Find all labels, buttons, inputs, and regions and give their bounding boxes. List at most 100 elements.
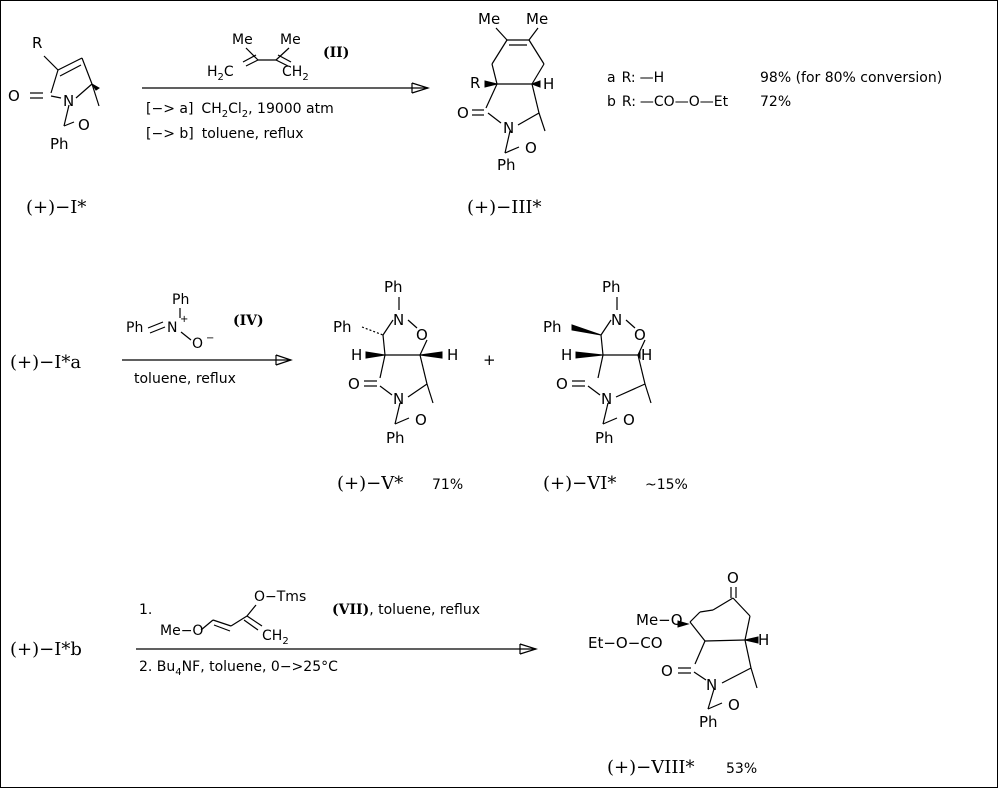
nitrogen: N: [167, 320, 177, 336]
ring-fusion-bond: [704, 639, 746, 642]
double-bond: [275, 59, 289, 67]
stereo-wedge: [637, 350, 641, 360]
bond: [491, 39, 508, 65]
bond: [63, 104, 70, 127]
bond: [379, 354, 386, 379]
stereo-wedge: [575, 351, 604, 359]
double-bond: [149, 326, 166, 334]
condition-a: [−> a]CH2Cl2, 19000 atm: [146, 101, 334, 120]
bond: [744, 615, 751, 641]
bond: [426, 383, 434, 404]
phenyl-on-carbon: Ph: [543, 318, 562, 336]
bond: [699, 609, 714, 613]
reagent-II: Me Me H2C CH2 (II): [207, 32, 349, 83]
stereo-wedge: [530, 80, 541, 88]
stereo-wedge: [91, 83, 100, 91]
ring-nitrogen: N: [706, 676, 717, 694]
ring-nitrogen: N: [601, 390, 612, 408]
bond: [230, 615, 248, 627]
bond: [744, 639, 752, 669]
bond: [712, 597, 734, 611]
double-bond: [213, 624, 231, 632]
bond: [382, 319, 394, 336]
reaction-arrow-2: [122, 354, 293, 366]
stereo-wedge: [677, 620, 690, 628]
bond: [382, 334, 386, 356]
reagent-VII-text: (VII), toluene, reflux: [332, 602, 480, 618]
isoxazolidine-oxygen: O: [416, 326, 428, 344]
compound-label-VIII: (+)−VIII*: [607, 757, 695, 778]
bond: [644, 383, 652, 404]
bond: [689, 611, 701, 623]
hash-bond: [361, 326, 384, 336]
yield-V: 71%: [432, 477, 463, 493]
ring-hydrogen: H: [543, 75, 554, 93]
bond: [732, 597, 751, 617]
bond: [637, 354, 646, 385]
bond: [495, 27, 508, 41]
methyl-right: Me: [526, 10, 548, 28]
carbonyl-oxygen: O: [457, 104, 469, 122]
bond: [394, 417, 410, 425]
bond: [600, 319, 612, 336]
bond: [538, 112, 546, 132]
hydrogen-left: H: [561, 346, 572, 364]
bond: [625, 319, 636, 329]
yield-VI: ~15%: [645, 477, 688, 493]
isoxazolidine-nitrogen: N: [393, 311, 404, 329]
phenyl-on-nitrogen: Ph: [384, 278, 403, 296]
bond: [200, 619, 214, 631]
variant-b-yield: 72%: [760, 94, 791, 110]
phenyl-group: Ph: [50, 135, 69, 153]
plus-sign: +: [483, 351, 496, 369]
charge-minus: −: [206, 333, 214, 344]
bond: [50, 95, 62, 99]
methyl-right: Me: [280, 32, 301, 48]
methoxy-group: Me−O: [160, 623, 203, 639]
reagent-label-IV: (IV): [233, 313, 264, 329]
product-III: Me Me R H O N O Ph: [457, 10, 554, 174]
stereo-wedge: [365, 351, 386, 359]
carbonyl-oxygen: O: [661, 662, 673, 680]
methyl-left: Me: [478, 10, 500, 28]
bond: [394, 402, 401, 425]
hydrogen-right: H: [641, 346, 652, 364]
double-bond-inner: [59, 64, 82, 77]
bond: [504, 146, 520, 154]
bond: [517, 112, 540, 126]
double-bond: [245, 59, 259, 67]
ring-oxygen: O: [623, 411, 635, 429]
phenyl-group: Ph: [699, 713, 718, 731]
oxygen: O: [192, 336, 203, 352]
ring-nitrogen: N: [503, 119, 514, 137]
isoxazolidine-nitrogen: N: [611, 311, 622, 329]
reagent-IV: Ph Ph N + O − (IV): [126, 292, 264, 352]
product-V: Ph N O Ph H H O N O Ph: [333, 278, 458, 447]
bond: [528, 27, 539, 41]
charge-plus: +: [180, 314, 188, 325]
ring-oxygen: O: [525, 139, 537, 157]
reagent-VII: O−Tms Me−O CH2 (VII), toluene, reflux: [160, 589, 480, 647]
bond: [485, 83, 498, 109]
compound-label-I: (+)−I*: [26, 197, 86, 218]
bond: [597, 354, 604, 379]
phenyl-group: Ph: [386, 429, 405, 447]
compound-label-VI: (+)−VI*: [543, 473, 616, 494]
phenyl-left: Ph: [126, 320, 143, 336]
condition-b: [−> b]toluene, reflux: [146, 126, 304, 142]
methylene-right: CH2: [282, 64, 309, 83]
stereo-wedge: [744, 636, 759, 644]
substituent-r: R: [32, 34, 42, 52]
bond: [694, 640, 706, 665]
carbonyl-oxygen: O: [348, 375, 360, 393]
bond: [721, 667, 752, 684]
product-VI: Ph N O Ph H H O N O Ph: [543, 278, 652, 447]
double-bond: [246, 615, 263, 627]
product-VIII: O Me−O Et−O−CO H O N O Ph: [588, 569, 769, 731]
phenyl-on-carbon: Ph: [333, 318, 352, 336]
bond: [707, 702, 723, 710]
arrow-head: [411, 82, 431, 94]
bond: [275, 47, 290, 61]
